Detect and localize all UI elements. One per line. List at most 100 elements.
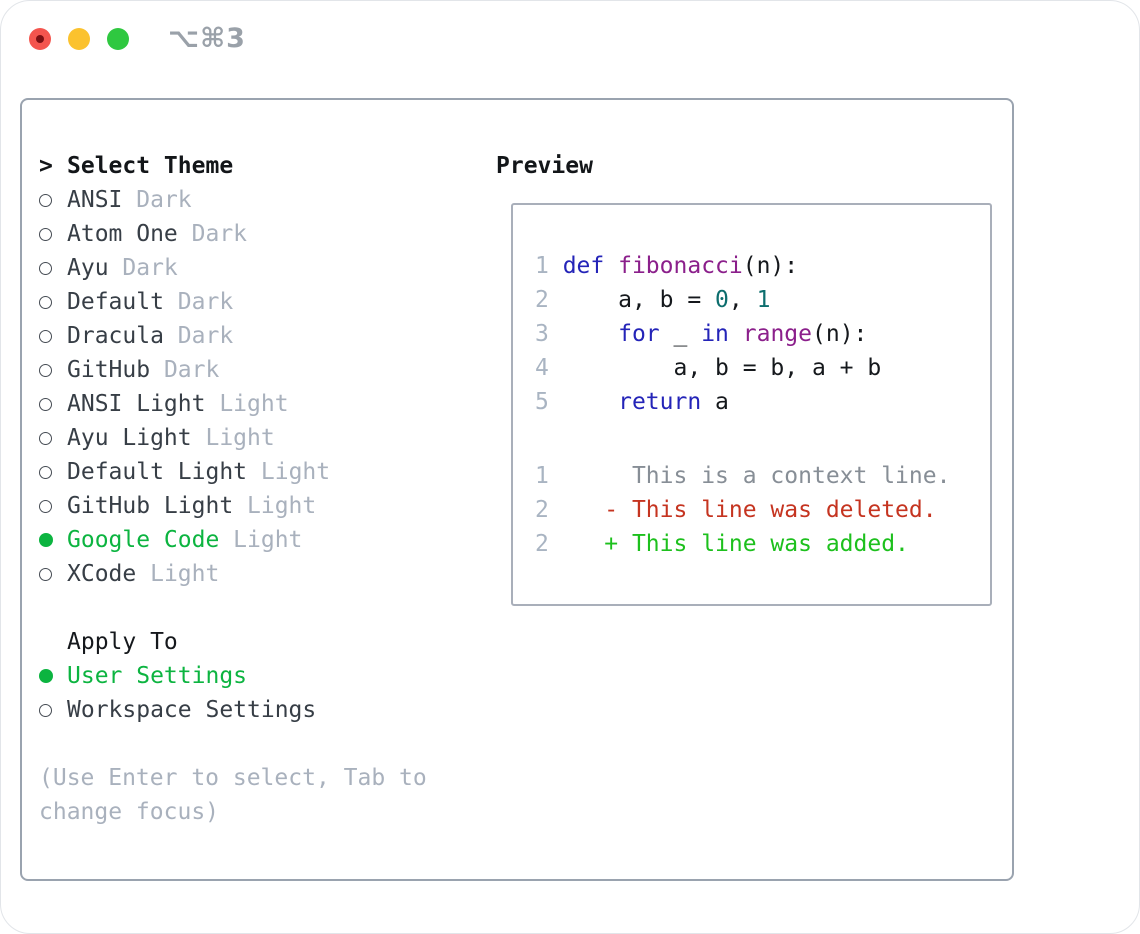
radio-icon: [39, 567, 67, 581]
theme-option[interactable]: Ayu Dark: [39, 251, 479, 285]
theme-option[interactable]: ANSI Light Light: [39, 387, 479, 421]
code-token: a: [701, 389, 729, 415]
theme-option[interactable]: Default Dark: [39, 285, 479, 319]
theme-list-title: Select Theme: [67, 153, 234, 179]
radio-icon: [39, 261, 67, 275]
code-token: a, b = b, a + b: [562, 355, 882, 381]
diff-marker: -: [604, 497, 632, 523]
radio-icon: [39, 465, 67, 479]
code-token: ,: [728, 287, 757, 313]
code-line: 1 def fibonacci(n):: [535, 249, 881, 283]
radio-icon: [39, 329, 67, 343]
code-line: 5 return a: [535, 385, 881, 419]
code-token: range: [742, 321, 812, 347]
diff-text: This line was deleted.: [631, 497, 937, 523]
theme-variant: Dark: [163, 357, 220, 383]
theme-name: Dracula: [67, 323, 178, 349]
theme-variant: Light: [233, 527, 303, 553]
line-number: 4: [535, 355, 563, 381]
theme-variant: Light: [247, 493, 317, 519]
theme-option[interactable]: Atom One Dark: [39, 217, 479, 251]
theme-option[interactable]: ANSI Dark: [39, 183, 479, 217]
diff-spacer: [549, 463, 632, 489]
theme-option[interactable]: Google Code Light: [39, 523, 479, 557]
theme-name: Default Light: [67, 459, 261, 485]
line-number: 2: [535, 531, 549, 557]
line-number: 1: [535, 253, 563, 279]
minimize-button[interactable]: [68, 28, 90, 50]
code-token: fibonacci: [618, 253, 743, 279]
theme-variant: Light: [150, 561, 220, 587]
theme-option[interactable]: Default Light Light: [39, 455, 479, 489]
line-number: 1: [535, 463, 549, 489]
theme-option[interactable]: GitHub Dark: [39, 353, 479, 387]
theme-name: ANSI Light: [67, 391, 220, 417]
apply-to-label: Workspace Settings: [67, 697, 317, 723]
diff-marker: +: [604, 531, 632, 557]
theme-variant: Light: [260, 459, 331, 485]
theme-name: XCode: [67, 561, 151, 587]
line-number: 2: [535, 497, 549, 523]
hint-text: (Use Enter to select, Tab to change focu…: [39, 765, 427, 825]
diff-text: This is a context line.: [631, 463, 951, 489]
traffic-lights: [29, 28, 129, 50]
theme-variant: Light: [219, 391, 289, 417]
close-button[interactable]: [29, 28, 51, 50]
theme-option[interactable]: GitHub Light Light: [39, 489, 479, 523]
radio-icon: [39, 703, 67, 717]
theme-variant: Dark: [136, 187, 192, 213]
code-token: [563, 321, 618, 347]
apply-to-option[interactable]: Workspace Settings: [39, 693, 479, 727]
theme-name: Default: [67, 289, 178, 315]
theme-variant: Dark: [177, 323, 234, 349]
spacer: [39, 591, 479, 625]
theme-variant: Dark: [191, 221, 248, 247]
theme-name: GitHub: [67, 357, 164, 383]
code-line: 2 a, b = 0, 1: [535, 283, 881, 317]
radio-icon: [39, 227, 67, 241]
apply-to-option[interactable]: User Settings: [39, 659, 479, 693]
code-token: [563, 389, 618, 415]
theme-option[interactable]: Dracula Dark: [39, 319, 479, 353]
modified-dot-icon: [36, 35, 44, 43]
code-line: 4 a, b = b, a + b: [535, 351, 881, 385]
preview-title: Preview: [496, 153, 593, 179]
diff-spacer: [549, 497, 604, 523]
diff-line: 2 - This line was deleted.: [535, 493, 950, 527]
code-token: for: [618, 321, 660, 347]
code-line: 3 for _ in range(n):: [535, 317, 881, 351]
diff-preview: 1 This is a context line.2 - This line w…: [535, 459, 950, 561]
theme-option[interactable]: XCode Light: [39, 557, 479, 591]
theme-name: ANSI: [67, 187, 137, 213]
code-token: 0: [715, 287, 729, 313]
apply-to-title: Apply To: [67, 629, 178, 655]
radio-icon: [39, 295, 67, 309]
apply-to-title-row: Apply To: [39, 625, 479, 659]
zoom-button[interactable]: [107, 28, 129, 50]
radio-selected-icon: [39, 669, 67, 683]
theme-variant: Light: [205, 425, 275, 451]
spacer: [39, 727, 479, 761]
code-token: (n):: [742, 253, 799, 279]
code-token: a, b =: [562, 287, 716, 313]
code-token: [604, 253, 618, 279]
code-token: def: [562, 253, 605, 279]
code-token: _: [659, 321, 702, 347]
theme-name: Ayu: [67, 255, 123, 281]
theme-name: Atom One: [67, 221, 192, 247]
diff-line: 1 This is a context line.: [535, 459, 950, 493]
diff-text: This line was added.: [631, 531, 909, 557]
theme-variant: Dark: [177, 289, 234, 315]
theme-name: Ayu Light: [67, 425, 206, 451]
theme-option[interactable]: Ayu Light Light: [39, 421, 479, 455]
theme-name: GitHub Light: [67, 493, 248, 519]
theme-list-title-row: > Select Theme: [39, 149, 479, 183]
radio-icon: [39, 397, 67, 411]
titlebar: ⌥⌘3: [1, 1, 1139, 77]
